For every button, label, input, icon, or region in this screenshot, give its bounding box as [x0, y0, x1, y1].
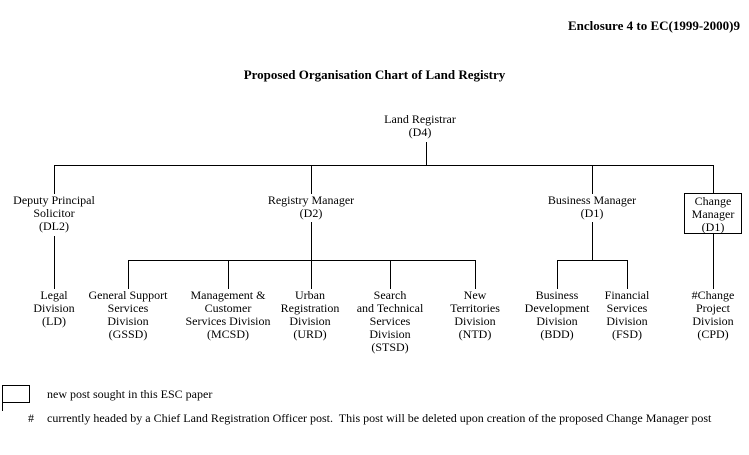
page-title: Proposed Organisation Chart of Land Regi…	[243, 67, 506, 82]
node-land-registrar: Land Registrar(D4)	[384, 112, 456, 139]
footnote-text: currently headed by a Chief Land Registr…	[47, 411, 712, 425]
connector-drop-mcsd	[228, 260, 229, 289]
legend-new-post-box	[2, 385, 30, 403]
connector-drop-gssd	[128, 260, 129, 289]
node-registry-manager: Registry Manager(D2)	[267, 193, 355, 220]
connector-drop-urd	[311, 260, 312, 289]
connector-registry-manager-stem	[311, 222, 312, 260]
connector-root-stem	[426, 142, 427, 165]
connector-drop-ntd	[475, 260, 476, 289]
legend-box-tail-line	[2, 402, 3, 411]
connector-drop-bdd	[557, 260, 558, 289]
connector-dps-to-legal-division	[54, 236, 55, 289]
legend-label: new post sought in this ESC paper	[47, 387, 213, 401]
connector-drop-fsd	[627, 260, 628, 289]
connector-business-manager-stem	[592, 222, 593, 260]
connector-drop-deputy-principal-solicitor	[54, 165, 55, 194]
connector-drop-business-manager	[592, 165, 593, 194]
connector-drop-change-manager	[713, 165, 714, 193]
connector-level2-bar	[54, 165, 714, 166]
footnote-marker: #	[28, 411, 34, 425]
enclosure-reference: Enclosure 4 to EC(1999-2000)9	[567, 18, 740, 33]
connector-registry-manager-bar	[128, 260, 476, 261]
connector-drop-stsd	[390, 260, 391, 289]
node-business-manager: Business Manager(D1)	[547, 193, 637, 220]
connector-business-manager-bar	[557, 260, 628, 261]
connector-change-manager-to-cpd	[713, 234, 714, 289]
connector-drop-registry-manager	[311, 165, 312, 194]
